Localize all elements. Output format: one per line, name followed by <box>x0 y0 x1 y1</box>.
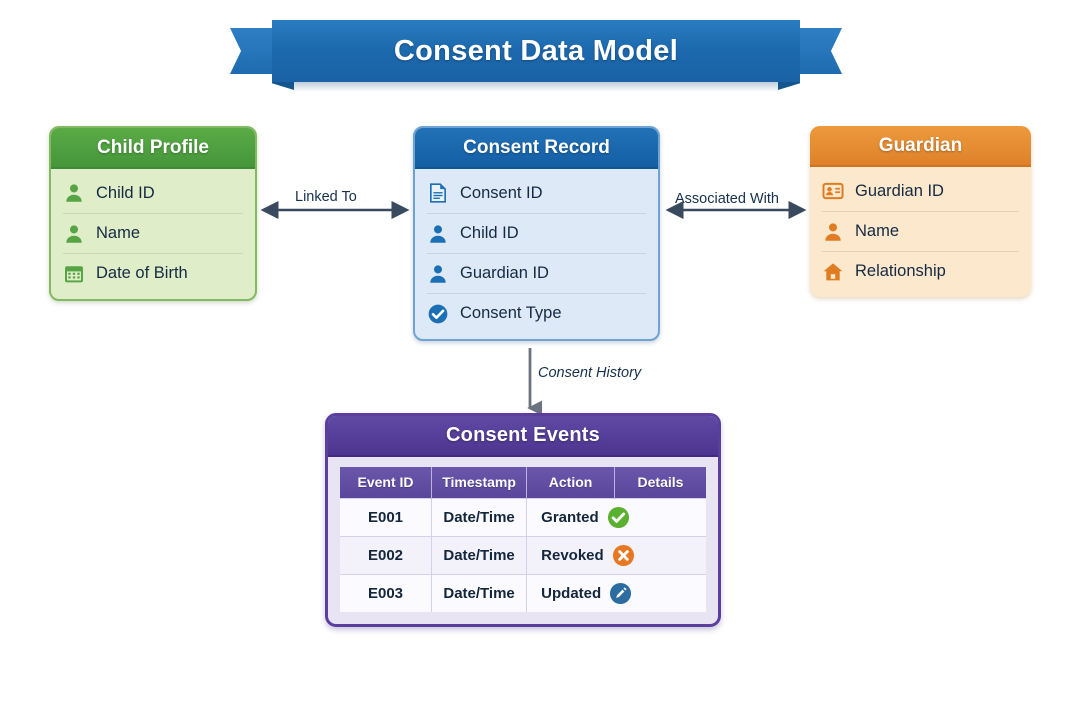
field-child-id[interactable]: Child ID <box>427 213 646 253</box>
cell-action: Updated <box>526 573 706 612</box>
field-consent-id[interactable]: Consent ID <box>427 173 646 213</box>
column-header-timestamp: Timestamp <box>431 467 528 498</box>
field-guardian-id[interactable]: Guardian ID <box>427 253 646 293</box>
cell-event-id: E003 <box>340 573 432 612</box>
events-table: Event ID Timestamp Action Details E001 D… <box>340 467 706 612</box>
card-header-child-profile: Child Profile <box>51 128 255 169</box>
title-banner: Consent Data Model <box>228 18 844 92</box>
entity-card-child-profile[interactable]: Child Profile Child ID Name <box>49 126 257 301</box>
pencil-circle-icon <box>610 582 632 604</box>
field-label: Consent Type <box>460 304 562 322</box>
connector-arrow-consent-to-events <box>527 348 542 416</box>
check-circle-icon <box>607 506 629 528</box>
field-label: Guardian ID <box>460 264 549 282</box>
table-header-row: Event ID Timestamp Action Details <box>340 467 706 498</box>
column-header-event-id: Event ID <box>340 467 432 498</box>
field-label: Relationship <box>855 262 946 280</box>
action-label: Granted <box>541 508 599 526</box>
card-title: Consent Record <box>463 136 610 158</box>
field-label: Name <box>855 222 900 240</box>
cell-timestamp: Date/Time <box>431 573 528 612</box>
connector-arrow-child-to-consent <box>260 200 410 220</box>
person-icon <box>66 184 82 202</box>
card-header-guardian: Guardian <box>810 126 1031 167</box>
person-icon <box>430 264 446 283</box>
field-name[interactable]: Name <box>822 211 1019 251</box>
field-date-of-birth[interactable]: Date of Birth <box>63 253 243 293</box>
field-label: Child ID <box>96 183 155 202</box>
card-title: Guardian <box>878 134 963 156</box>
column-header-action: Action <box>526 467 615 498</box>
cell-action: Granted <box>526 497 706 536</box>
card-body-consent-record: Consent ID Child ID Guardian ID <box>415 169 658 339</box>
entity-card-consent-record[interactable]: Consent Record Consent ID <box>413 126 660 341</box>
ribbon-tail-left <box>230 28 276 74</box>
card-header-consent-record: Consent Record <box>415 128 658 169</box>
home-icon <box>823 262 843 280</box>
field-guardian-id[interactable]: Guardian ID <box>822 171 1019 211</box>
connector-arrow-consent-to-guardian <box>665 200 807 220</box>
cell-action: Revoked <box>526 535 706 574</box>
check-circle-icon <box>428 304 448 323</box>
entity-card-guardian[interactable]: Guardian Guardian ID Name <box>810 126 1031 297</box>
id-card-icon <box>822 182 844 200</box>
person-icon <box>825 222 841 241</box>
table-row[interactable]: E002 Date/Time Revoked <box>340 535 706 574</box>
field-label: Name <box>96 224 141 242</box>
column-header-details: Details <box>614 467 706 498</box>
table-row[interactable]: E001 Date/Time Granted <box>340 497 706 536</box>
card-body-guardian: Guardian ID Name Relationship <box>810 167 1031 297</box>
entity-card-consent-events[interactable]: Consent Events Event ID Timestamp Action… <box>325 413 721 627</box>
card-body-child-profile: Child ID Name <box>51 169 255 299</box>
person-icon <box>430 224 446 243</box>
document-icon <box>430 183 446 203</box>
page-title: Consent Data Model <box>393 34 679 67</box>
cell-event-id: E002 <box>340 535 432 574</box>
field-label: Guardian ID <box>855 181 944 200</box>
cell-timestamp: Date/Time <box>431 497 528 536</box>
card-title: Child Profile <box>97 136 209 158</box>
events-table-wrap: Event ID Timestamp Action Details E001 D… <box>328 457 718 624</box>
calendar-icon <box>65 265 83 282</box>
field-relationship[interactable]: Relationship <box>822 251 1019 291</box>
field-consent-type[interactable]: Consent Type <box>427 293 646 333</box>
cell-timestamp: Date/Time <box>431 535 528 574</box>
card-title: Consent Events <box>446 424 600 446</box>
action-label: Revoked <box>541 546 604 564</box>
banner-shadow <box>294 82 778 92</box>
cell-event-id: E001 <box>340 497 432 536</box>
banner-body: Consent Data Model <box>272 20 800 82</box>
table-row[interactable]: E003 Date/Time Updated <box>340 573 706 612</box>
x-circle-icon <box>612 544 634 566</box>
field-label: Date of Birth <box>96 264 188 282</box>
person-icon <box>66 224 82 243</box>
card-header-consent-events: Consent Events <box>328 416 718 457</box>
connector-label-consent-history: Consent History <box>538 365 642 381</box>
action-label: Updated <box>541 584 602 602</box>
field-child-id[interactable]: Child ID <box>63 173 243 213</box>
field-label: Child ID <box>460 224 519 242</box>
field-name[interactable]: Name <box>63 213 243 253</box>
field-label: Consent ID <box>460 183 543 202</box>
ribbon-tail-right <box>796 28 842 74</box>
